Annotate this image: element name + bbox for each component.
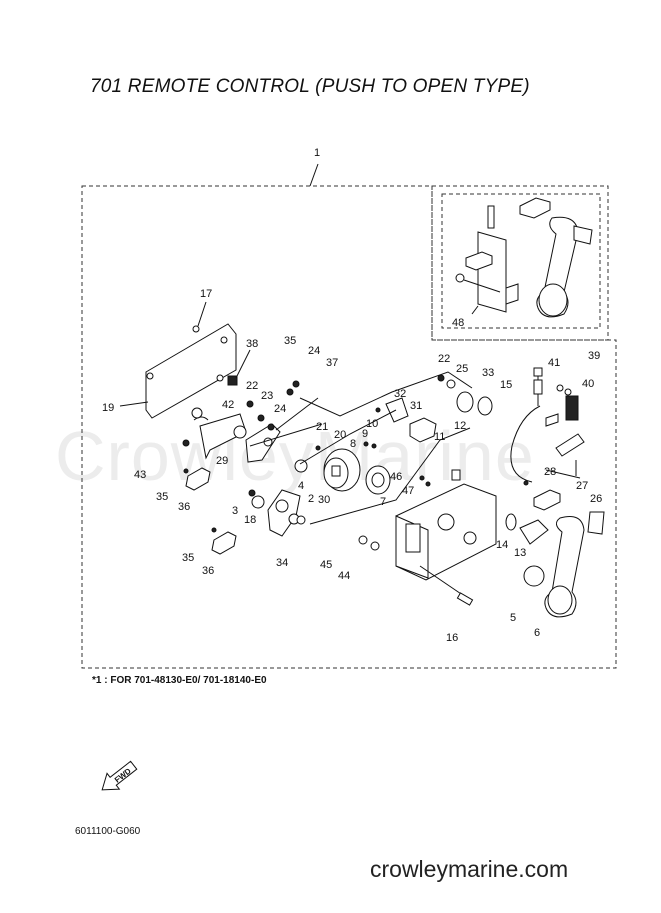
callout: 27 [576,480,588,492]
footnote: *1 : FOR 701-48130-E0/ 701-18140-E0 [92,675,267,686]
callout: 9 [362,428,368,440]
callout: 7 [380,496,386,508]
callout: 24 [308,345,320,357]
leader-1 [309,163,319,187]
callout: 34 [276,557,288,569]
callout: 22 [438,353,450,365]
callout: 37 [326,357,338,369]
callout: 5 [510,612,516,624]
callout: 30 [318,494,330,506]
lever-assembly [182,380,323,463]
callout: 2 [308,493,314,505]
callout: 11 [434,431,445,443]
lower-bracket-group [183,467,301,555]
callout: 35 [182,552,194,564]
callout: 21 [316,421,328,433]
callout: 4 [298,480,304,492]
catalog-code: 6011100-G060 [75,826,141,837]
main-housing [395,469,497,606]
callout: 3 [232,505,238,517]
callout: 23 [261,390,273,402]
assembly-boundary [81,185,617,669]
callout: 45 [320,559,332,571]
callout: 28 [544,466,556,478]
callout: 8 [350,438,356,450]
watermark-bottom: crowleymarine.com [370,856,569,882]
callout: 35 [284,335,296,347]
callout: 38 [246,338,258,350]
callout: 43 [134,469,146,481]
callout: 25 [456,363,468,375]
callout: 35 [156,491,168,503]
inset-boundary-inner [441,193,601,329]
assembly-path [299,371,473,525]
misc-small-parts [296,475,431,551]
callout: 31 [410,400,422,412]
callout: 24 [274,403,286,415]
callout: 1 [314,147,320,159]
callout: 26 [590,493,602,505]
callout: 17 [200,288,212,300]
callout: 15 [500,379,512,391]
callout: 47 [402,485,414,497]
callout: 46 [390,471,402,483]
switch-group [510,367,579,483]
callout: 33 [482,367,494,379]
callout: 12 [454,420,466,432]
callout: 41 [548,357,560,369]
callout: 29 [216,455,228,467]
callout: 36 [202,565,214,577]
callout: 48 [452,317,464,329]
callout: 19 [102,402,114,414]
callout: 20 [334,429,346,441]
fwd-arrow-icon: FWD [101,760,138,791]
friction-group [363,374,493,449]
cam-group [294,445,391,495]
callout: 22 [246,380,258,392]
cover-plate-group [119,301,251,419]
callout: 42 [222,399,234,411]
callout: 44 [338,570,350,582]
handle-group [505,433,605,618]
callout: 39 [588,350,600,362]
callout: 13 [514,547,526,559]
callout: 32 [394,388,406,400]
inset-boundary-outer [431,185,609,341]
callout: 10 [366,418,378,430]
callout: 16 [446,632,458,644]
callout-labels: 1 17 38 35 24 37 19 22 23 42 24 22 25 33… [102,147,602,644]
callout: 40 [582,378,594,390]
callout: 18 [244,514,256,526]
page-title: 701 REMOTE CONTROL (PUSH TO OPEN TYPE) [90,76,530,97]
callout: 14 [496,539,508,551]
callout: 6 [534,627,540,639]
inset-parts [455,197,593,318]
callout: 36 [178,501,190,513]
